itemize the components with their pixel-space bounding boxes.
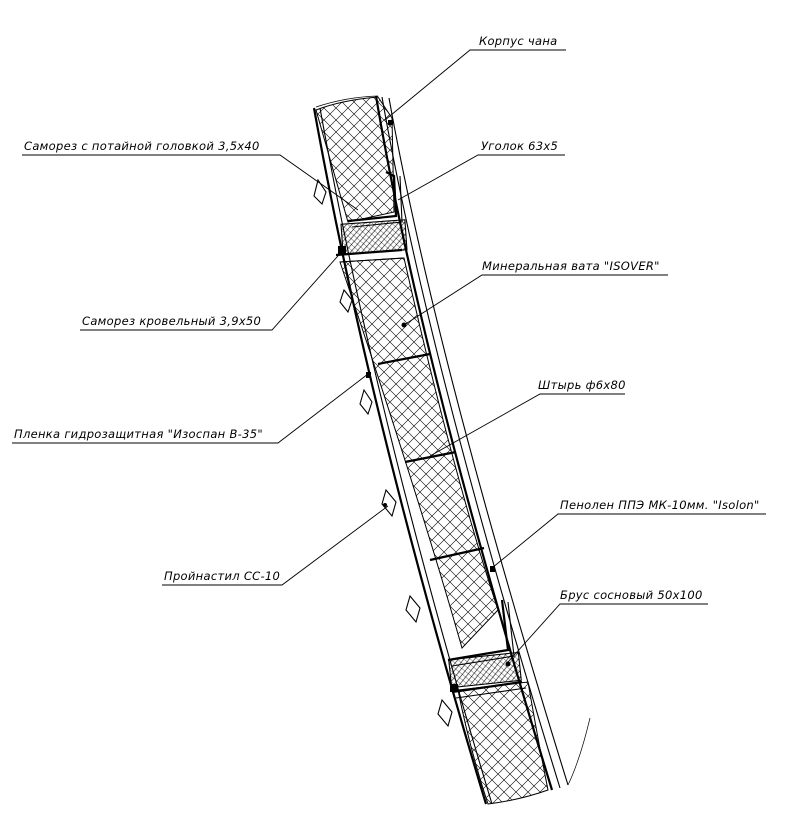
label-korpus: Корпус чана xyxy=(479,34,558,48)
mineral-wool-hatch xyxy=(315,96,549,805)
leader-lines xyxy=(12,49,766,663)
label-shtyr: Штырь ф6х80 xyxy=(538,378,626,392)
label-samorez-potain: Саморез с потайной головкой 3,5х40 xyxy=(24,139,260,153)
label-brus: Брус сосновый 50х100 xyxy=(560,588,703,602)
pins xyxy=(377,352,485,562)
upper-beam-assembly xyxy=(335,171,408,263)
callout-labels: Корпус чана Саморез с потайной головкой … xyxy=(14,34,760,602)
label-mineral: Минеральная вата "ISOVER" xyxy=(482,259,660,273)
label-plenka: Пленка гидрозащитная "Изоспан В-35" xyxy=(14,427,263,441)
label-penolen: Пенолен ППЭ МК-10мм. "Isolon" xyxy=(560,498,760,512)
lower-beam-assembly xyxy=(447,599,527,699)
label-ugolok: Уголок 63х5 xyxy=(481,139,558,153)
label-proinastil: Пройнастил СС-10 xyxy=(164,569,280,583)
label-samorez-krov: Саморез кровельный 3,9х50 xyxy=(82,314,261,328)
profiled-sheeting xyxy=(313,178,453,728)
